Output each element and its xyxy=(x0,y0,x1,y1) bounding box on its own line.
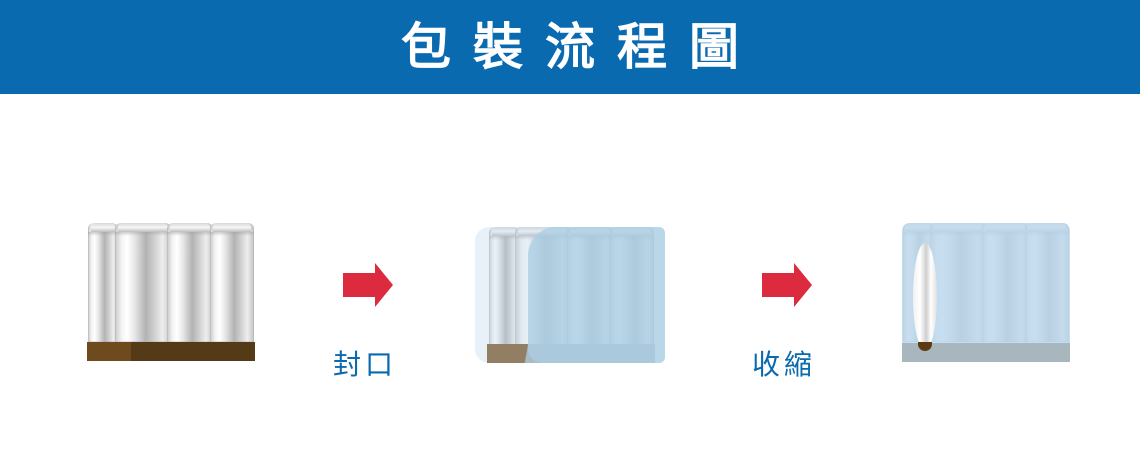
title-banner: 包裝流程圖 xyxy=(0,0,1140,94)
film-opening xyxy=(913,243,937,350)
arrow-right-icon xyxy=(343,263,393,307)
step-label-seal: 封口 xyxy=(333,348,398,381)
can-back-left xyxy=(489,227,519,346)
shrink-film-front xyxy=(528,227,665,363)
page-title: 包裝流程圖 xyxy=(401,18,761,76)
arrow-right-icon xyxy=(762,263,812,307)
pallet xyxy=(87,342,255,361)
step-sealed-cans xyxy=(475,225,665,365)
can-back-left xyxy=(88,223,118,342)
step-shrunk-cans xyxy=(902,223,1072,363)
can-front-2 xyxy=(167,223,213,342)
pallet-wrapped xyxy=(902,343,1070,362)
pallet-corner-visible xyxy=(918,342,932,351)
step-label-shrink: 收縮 xyxy=(752,348,817,381)
can-front-1 xyxy=(115,223,171,342)
can-front-3 xyxy=(210,223,254,342)
step-unwrapped-cans xyxy=(87,223,257,363)
